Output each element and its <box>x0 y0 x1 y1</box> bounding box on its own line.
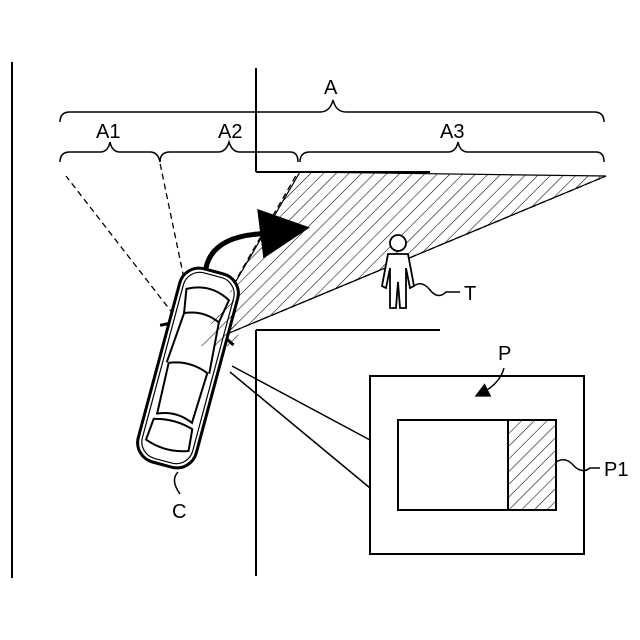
callout-line-lower <box>230 372 370 488</box>
label-a: A <box>324 77 338 99</box>
leader-t <box>414 284 460 296</box>
label-p: P <box>498 343 511 365</box>
label-t: T <box>464 283 476 305</box>
label-a3: A3 <box>440 121 464 143</box>
leader-c <box>174 472 180 494</box>
brace-a3 <box>300 142 604 162</box>
hatched-region-p1 <box>508 420 556 510</box>
label-a1: A1 <box>96 121 120 143</box>
label-c: C <box>172 501 186 523</box>
brace-a2 <box>160 142 298 162</box>
brace-a1 <box>60 142 160 162</box>
label-a2: A2 <box>218 121 242 143</box>
callout-line-upper <box>232 366 370 440</box>
brace-a <box>60 100 604 122</box>
label-p1: P1 <box>604 459 628 481</box>
